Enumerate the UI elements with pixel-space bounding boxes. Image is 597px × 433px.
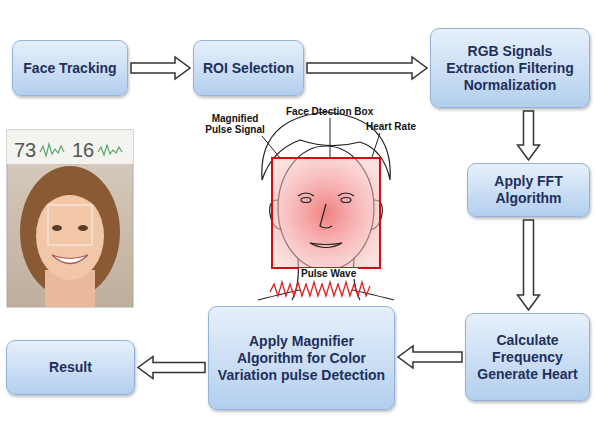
process-box: Result [6,340,135,395]
box-text: RGB Signals Extraction Filtering Normali… [439,43,581,94]
block-arrow [518,220,540,310]
pulse-wave [270,282,370,296]
box-text: ROI Selection [203,60,294,77]
process-box: Face Tracking [12,40,128,96]
face-detection-box [272,158,380,268]
block-arrow [131,57,190,79]
face-features [298,193,354,248]
annotation-label: 73 [14,140,36,161]
block-arrow [518,111,540,160]
annotation-label: Pulse Wave [299,268,358,279]
process-box: Apply Magnifier Algorithm for Color Vari… [208,306,395,410]
face-sketch [258,112,394,300]
phone-screenshot [7,130,133,307]
annotation-label: Face Dtection Box [286,106,373,117]
box-text: Apply FFT Algorithm [476,173,581,207]
process-box: Apply FFT Algorithm [467,163,590,217]
annotation-label: 16 [72,140,94,161]
block-arrow [307,57,427,79]
process-box: ROI Selection [193,40,304,96]
annotation-label: Magnified Pulse Signal [200,113,270,135]
block-arrow [138,357,205,379]
process-box: RGB Signals Extraction Filtering Normali… [430,28,590,108]
process-box: Calculate Frequency Generate Heart [465,313,590,401]
box-text: Apply Magnifier Algorithm for Color Vari… [217,333,386,384]
annotation-label: Heart Rate [366,121,416,132]
leader-lines [262,118,380,158]
box-text: Result [49,359,92,376]
box-text: Face Tracking [23,60,116,77]
box-text: Calculate Frequency Generate Heart [474,332,581,383]
block-arrow [398,346,462,368]
